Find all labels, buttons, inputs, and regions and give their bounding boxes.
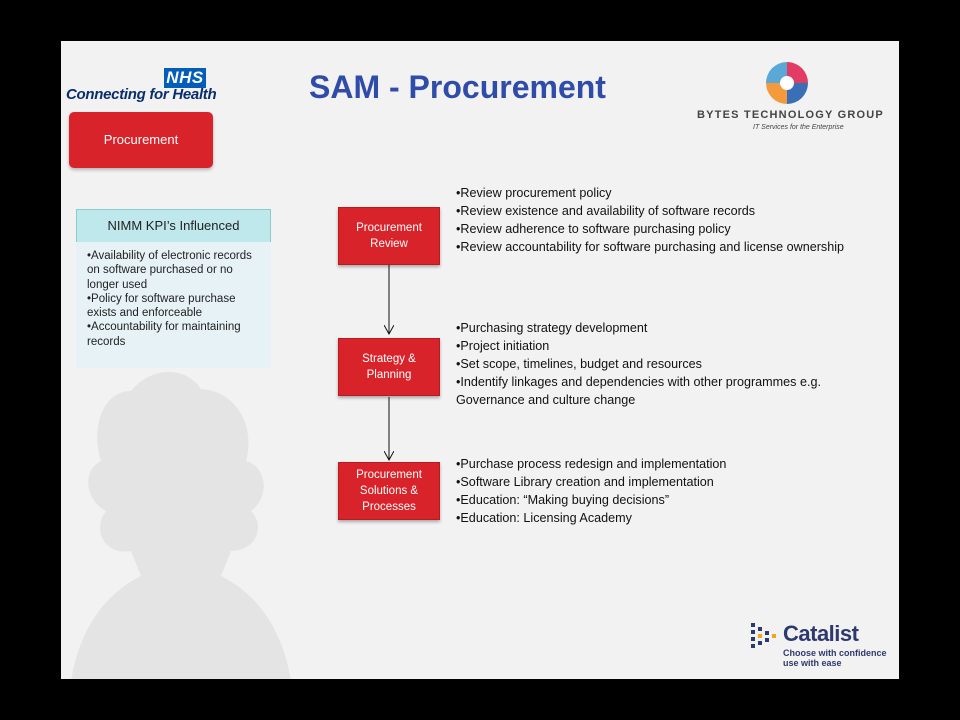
- kpi-item: •Availability of electronic records on s…: [87, 250, 252, 291]
- slide: NHS Connecting for Health SAM - Procurem…: [61, 41, 899, 679]
- bullets-procurement-solutions: •Purchase process redesign and implement…: [456, 455, 866, 527]
- bullet-item: •Review accountability for software purc…: [456, 240, 845, 254]
- bullet-item: •Indentify linkages and dependencies wit…: [456, 375, 821, 407]
- catalist-name: Catalist: [783, 621, 859, 646]
- bytes-logo: BYTES TECHNOLOGY GROUP IT Services for t…: [697, 59, 884, 134]
- kpi-panel: •Availability of electronic records on s…: [76, 242, 271, 368]
- catalist-tagline: Choose with confidence: [783, 648, 887, 658]
- bytes-tagline: IT Services for the Enterprise: [753, 124, 844, 131]
- flow-arrows: [61, 265, 899, 679]
- bullet-item: •Project initiation: [456, 339, 550, 353]
- procurement-tab[interactable]: Procurement: [69, 112, 213, 168]
- bullets-strategy-planning: •Purchasing strategy development •Projec…: [456, 319, 866, 409]
- nhs-tagline: Connecting for Health: [66, 86, 217, 103]
- bullet-item: •Education: “Making buying decisions”: [456, 493, 670, 507]
- bullet-item: •Purchasing strategy development: [456, 321, 648, 335]
- kpi-item: •Policy for software purchase exists and…: [87, 292, 236, 320]
- bullets-procurement-review: •Review procurement policy •Review exist…: [456, 184, 866, 256]
- bullet-item: •Review procurement policy: [456, 186, 612, 200]
- bullet-item: •Set scope, timelines, budget and resour…: [456, 357, 702, 371]
- catalist-logo: Catalist Choose with confidence use with…: [749, 621, 899, 671]
- bytes-emblem-icon: [766, 62, 808, 104]
- bullet-item: •Review adherence to software purchasing…: [456, 222, 731, 236]
- person-silhouette-image: [71, 372, 291, 679]
- step-procurement-review[interactable]: Procurement Review: [338, 207, 440, 265]
- bytes-name: BYTES TECHNOLOGY GROUP: [697, 109, 884, 121]
- bullet-item: •Education: Licensing Academy: [456, 511, 632, 525]
- catalist-dots-icon: [751, 623, 776, 648]
- kpi-item: •Accountability for maintaining records: [87, 321, 241, 348]
- page-title: SAM - Procurement: [309, 69, 606, 105]
- step-procurement-solutions[interactable]: Procurement Solutions & Processes: [338, 462, 440, 520]
- bullet-item: •Software Library creation and implement…: [456, 475, 714, 489]
- bullet-item: •Review existence and availability of so…: [456, 204, 756, 218]
- catalist-tagline: use with ease: [783, 658, 842, 668]
- step-strategy-planning[interactable]: Strategy & Planning: [338, 338, 440, 396]
- nhs-logo: NHS Connecting for Health: [66, 68, 217, 108]
- bullet-item: •Purchase process redesign and implement…: [456, 457, 727, 471]
- nhs-badge: NHS: [164, 68, 206, 88]
